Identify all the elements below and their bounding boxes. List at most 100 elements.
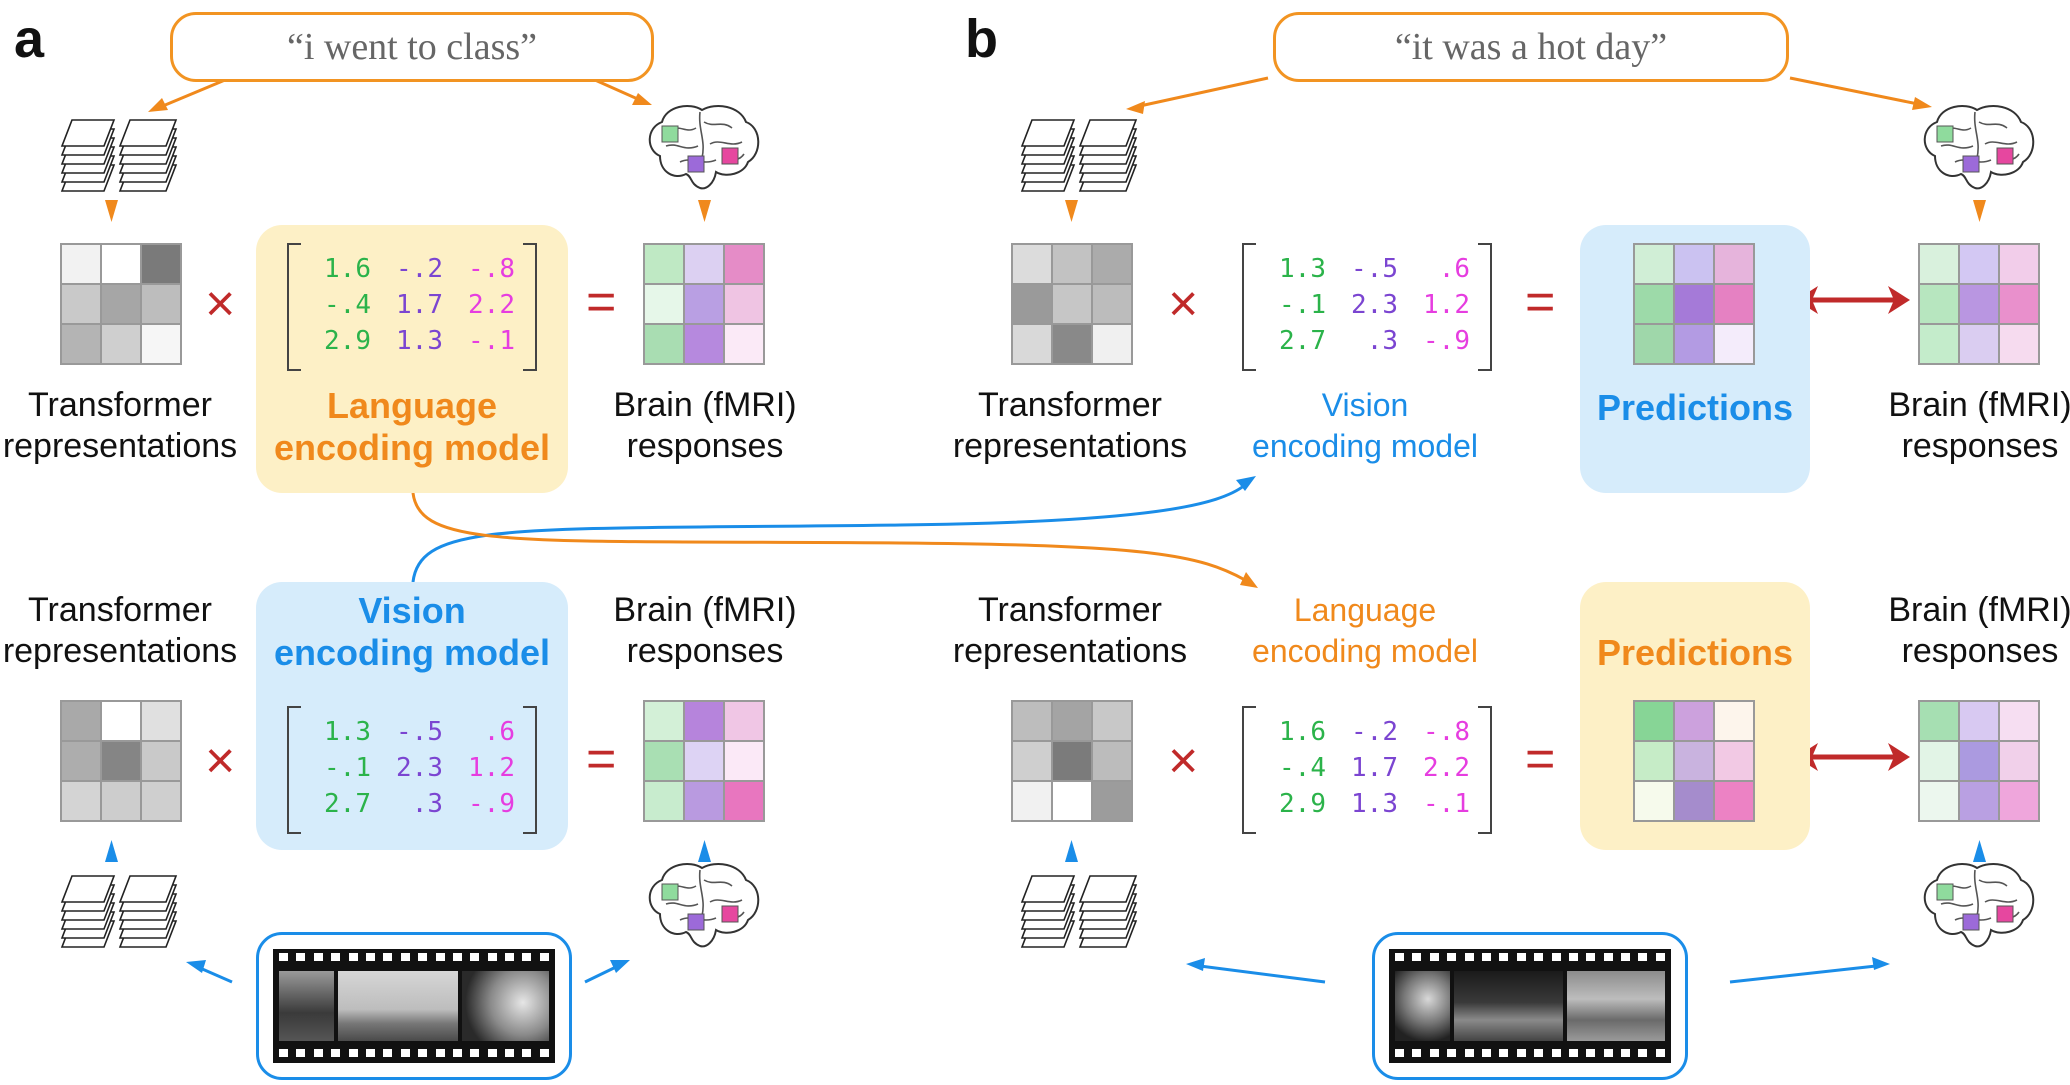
transformer-feature-grid	[60, 243, 182, 365]
vision-encoding-model-box: Vision encoding model	[256, 582, 568, 850]
grid-cell	[1052, 244, 1092, 284]
grid-cell	[1999, 701, 2039, 741]
grid-cell	[1092, 741, 1132, 781]
brain-response-grid	[1918, 700, 2040, 822]
sentence-b-to-features-arrow	[1126, 76, 1269, 114]
grid-cell	[1012, 701, 1052, 741]
language-model-transfer-arrow	[411, 492, 1258, 588]
grid-cell	[101, 284, 141, 324]
sentence-to-brain-arrow	[594, 78, 652, 105]
weight-value: -.1	[324, 753, 371, 783]
model-title-line1: Language	[326, 385, 497, 426]
grid-cell	[724, 324, 764, 364]
grid-cell	[644, 701, 684, 741]
grid-cell	[61, 324, 101, 364]
grid-cell	[1674, 741, 1714, 781]
weight-value: 2.2	[1423, 753, 1470, 783]
predictions-title: Predictions	[1596, 632, 1794, 673]
weight-value: 1.3	[1351, 789, 1398, 819]
weight-value: .6	[483, 717, 515, 747]
grid-cell	[1919, 701, 1959, 741]
stacked-layers-icon	[1020, 875, 1138, 948]
model-title-line2: encoding model	[273, 632, 550, 673]
grid-cell	[141, 244, 181, 284]
grid-cell	[644, 741, 684, 781]
grid-cell	[141, 324, 181, 364]
grid-cell	[724, 284, 764, 324]
grid-cell	[1092, 781, 1132, 821]
grid-cell	[1959, 701, 1999, 741]
grid-cell	[101, 781, 141, 821]
grid-cell	[644, 324, 684, 364]
weight-value: 1.7	[1351, 753, 1398, 783]
grid-cell	[1919, 284, 1959, 324]
brain-up-arrow	[698, 840, 711, 862]
weight-value: 1.6	[324, 254, 371, 284]
grid-cell	[644, 781, 684, 821]
grid-cell	[1674, 244, 1714, 284]
grid-cell	[1634, 324, 1674, 364]
weight-value: .3	[411, 789, 443, 819]
brain-response-grid	[643, 243, 765, 365]
film-to-brain-arrow	[584, 960, 630, 984]
grid-cell	[1959, 741, 1999, 781]
matrix-bracket-right	[523, 243, 537, 371]
grid-cell	[1999, 781, 2039, 821]
grid-cell	[1052, 741, 1092, 781]
grid-cell	[644, 244, 684, 284]
brain-response-grid	[643, 700, 765, 822]
brain-icon	[648, 105, 760, 190]
grid-cell	[644, 284, 684, 324]
grid-cell	[1714, 741, 1754, 781]
grid-cell	[101, 701, 141, 741]
grid-cell	[1634, 741, 1674, 781]
grid-cell	[684, 741, 724, 781]
features-b-up-arrow	[1065, 840, 1078, 862]
grid-cell	[1052, 701, 1092, 741]
panel-label-b: b	[965, 9, 998, 69]
grid-cell	[1012, 324, 1052, 364]
weight-value: 1.2	[468, 753, 515, 783]
grid-cell	[1959, 324, 1999, 364]
grid-cell	[724, 741, 764, 781]
weight-value: 1.3	[324, 717, 371, 747]
weight-value: -.2	[1351, 717, 1398, 747]
film-to-features-arrow	[186, 960, 233, 984]
brain-b-up-arrow	[1973, 840, 1986, 862]
equals-sign: =	[586, 273, 617, 331]
transformer-feature-grid	[1011, 700, 1133, 822]
weight-value: -.4	[324, 290, 371, 320]
bidirectional-arrow-icon	[1796, 743, 1910, 771]
weight-value: 2.7	[1279, 326, 1326, 356]
grid-cell	[1999, 244, 2039, 284]
grid-cell	[101, 741, 141, 781]
grid-cell	[684, 244, 724, 284]
model-title-line1: Vision	[358, 590, 466, 631]
grid-cell	[141, 284, 181, 324]
grid-cell	[1674, 284, 1714, 324]
grid-cell	[1634, 284, 1674, 324]
transformer-feature-grid	[1011, 243, 1133, 365]
multiply-sign: ×	[205, 275, 236, 333]
grid-cell	[1634, 781, 1674, 821]
film-strip-icon	[1372, 932, 1688, 1080]
grid-cell	[1052, 324, 1092, 364]
grid-cell	[1714, 701, 1754, 741]
transformer-feature-grid	[60, 700, 182, 822]
brain-icon	[1923, 863, 2035, 948]
grid-cell	[1919, 324, 1959, 364]
grid-cell	[724, 781, 764, 821]
vision-model-transfer-arrow	[411, 476, 1256, 583]
weight-value: -.9	[468, 789, 515, 819]
matrix-bracket-right	[523, 706, 537, 834]
grid-cell	[1999, 741, 2039, 781]
grid-cell	[1092, 284, 1132, 324]
weight-value: -.1	[1279, 290, 1326, 320]
grid-cell	[1052, 781, 1092, 821]
brain-label: Brain (fMRI)responses	[1888, 386, 2070, 465]
